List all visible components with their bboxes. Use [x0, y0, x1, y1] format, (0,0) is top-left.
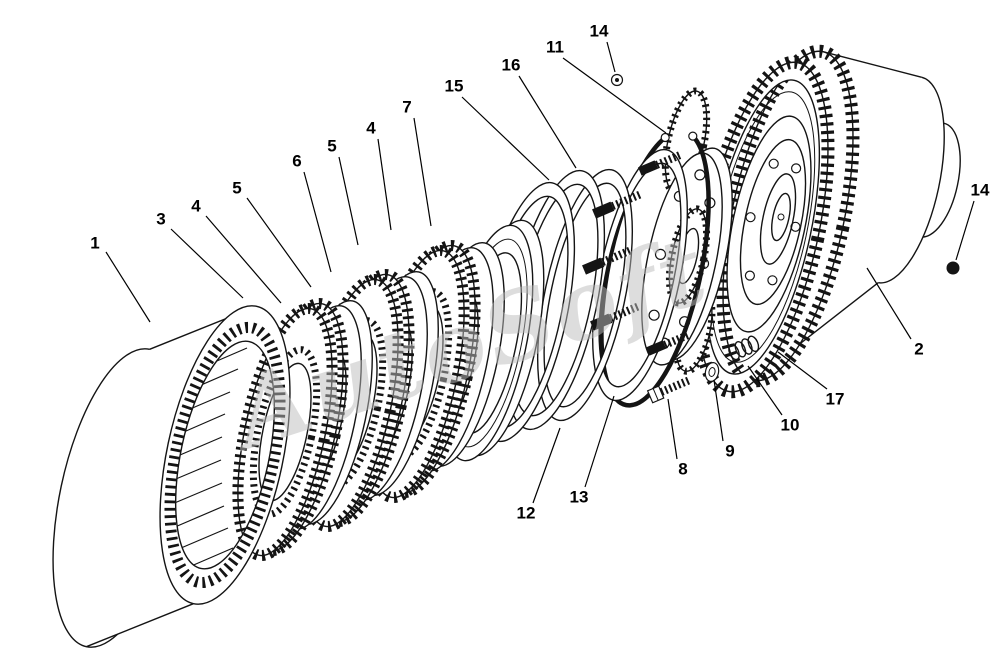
leader-line	[338, 156, 359, 246]
part-number: 10	[781, 416, 800, 435]
part-number: 2	[914, 340, 923, 359]
part-number: 3	[156, 210, 165, 229]
part-number: 4	[366, 119, 376, 138]
plug-part-14-right	[946, 261, 960, 275]
ring-gear-part-1	[52, 305, 291, 648]
drum-gear-teeth	[691, 55, 835, 399]
part-number: 8	[678, 460, 687, 479]
leader-line	[246, 197, 312, 288]
part-number: 4	[191, 197, 201, 216]
leader-line	[170, 228, 244, 299]
bolt-part-8	[646, 376, 691, 404]
plug-part-14-top	[610, 73, 624, 87]
leader-line	[777, 351, 828, 390]
part-number: 7	[402, 98, 411, 117]
drum-face	[726, 115, 812, 333]
part-number: 5	[327, 137, 336, 156]
part-number: 15	[445, 77, 464, 96]
leader-line	[866, 267, 912, 340]
part-number: 17	[826, 390, 845, 409]
leader-line	[377, 138, 392, 231]
leader-line	[747, 365, 783, 416]
leader-line	[667, 398, 678, 460]
drum-end-cap	[878, 76, 945, 284]
leader-line	[205, 215, 282, 304]
leader-line	[518, 75, 577, 169]
leader-line	[532, 427, 561, 504]
leader-line	[105, 251, 151, 323]
part-number: 9	[725, 442, 734, 461]
leader-line	[584, 395, 615, 488]
leader-line	[606, 41, 616, 73]
ring-gear-teeth	[164, 321, 286, 589]
part-number: 1	[90, 234, 99, 253]
studs	[582, 151, 691, 356]
leader-line	[461, 96, 550, 181]
leader-line	[955, 200, 975, 261]
part-number: 11	[546, 38, 564, 57]
part-number: 16	[502, 56, 521, 75]
part-number: 14	[971, 181, 990, 200]
part-number: 5	[232, 179, 241, 198]
leader-line	[713, 379, 724, 442]
leader-line	[562, 57, 667, 134]
leader-line	[303, 171, 332, 273]
part-number: 14	[590, 22, 609, 41]
part-number: 6	[292, 152, 301, 171]
part-number: 12	[517, 504, 536, 523]
washer-part-9	[704, 362, 720, 382]
leader-line	[413, 117, 432, 227]
spring-part-10	[728, 335, 760, 361]
part-number: 13	[570, 488, 589, 507]
